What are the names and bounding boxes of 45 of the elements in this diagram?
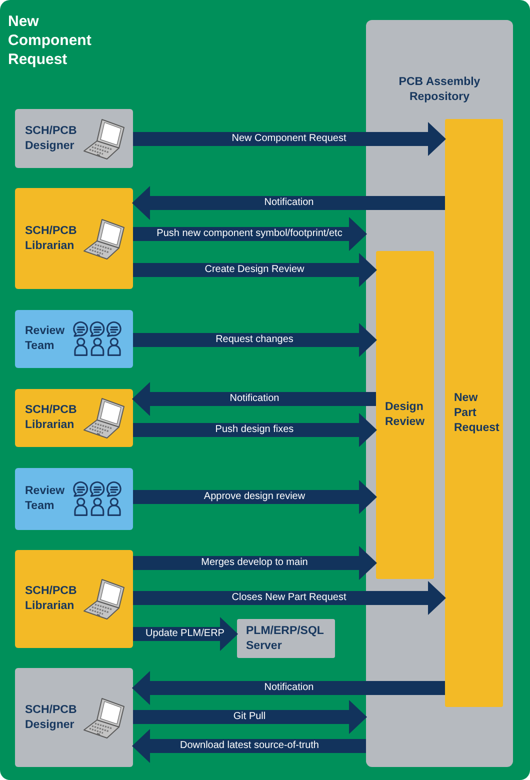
actor-box	[15, 109, 133, 168]
system-box	[237, 619, 335, 658]
edge-label: Request changes	[214, 334, 296, 346]
node-label: SCH/PCB Librarian	[25, 224, 78, 254]
actor-box	[15, 668, 133, 767]
arrow	[133, 253, 377, 287]
actor-box	[15, 188, 133, 289]
arrow	[133, 700, 367, 734]
edge-label: Push new component symbol/footprint/etc	[154, 228, 344, 240]
edge-label: New Component Request	[230, 133, 348, 145]
repository-panel	[366, 20, 513, 767]
node-label: Review Team	[25, 324, 66, 354]
edge-label: Approve design review	[202, 491, 308, 503]
node-label: Design Review	[385, 400, 426, 430]
actor-box	[15, 468, 133, 530]
node-label: SCH/PCB Librarian	[25, 584, 78, 614]
actor-box	[15, 389, 133, 447]
arrow	[133, 546, 377, 580]
arrow	[132, 186, 445, 220]
edge-label: Merges develop to main	[199, 557, 310, 569]
actor-box	[15, 310, 133, 368]
node-label: New Part Request	[454, 390, 500, 436]
edge-label: Push design fixes	[213, 424, 296, 436]
arrow	[132, 729, 366, 763]
process-bar	[445, 119, 503, 707]
node-label: SCH/PCB Librarian	[25, 403, 78, 433]
node-label: SCH/PCB Designer	[25, 702, 78, 732]
arrow	[132, 671, 445, 705]
edge-label: Update PLM/ERP	[144, 628, 226, 640]
arrow	[133, 617, 238, 651]
node-label: Review Team	[25, 484, 66, 514]
node-label: PCB Assembly Repository	[398, 75, 482, 105]
node-label: SCH/PCB Designer	[25, 124, 78, 154]
node-label: PLM/ERP/SQL Server	[246, 624, 325, 654]
diagram-title: New Component Request	[8, 12, 92, 69]
arrow	[133, 413, 377, 447]
arrow	[132, 382, 376, 416]
arrow	[133, 122, 446, 156]
process-bar	[376, 251, 434, 579]
arrow	[133, 323, 377, 357]
arrow	[133, 480, 377, 514]
edge-label: Create Design Review	[202, 264, 306, 276]
arrow	[133, 581, 446, 615]
edge-label: Closes New Part Request	[230, 592, 348, 604]
actor-box	[15, 550, 133, 648]
